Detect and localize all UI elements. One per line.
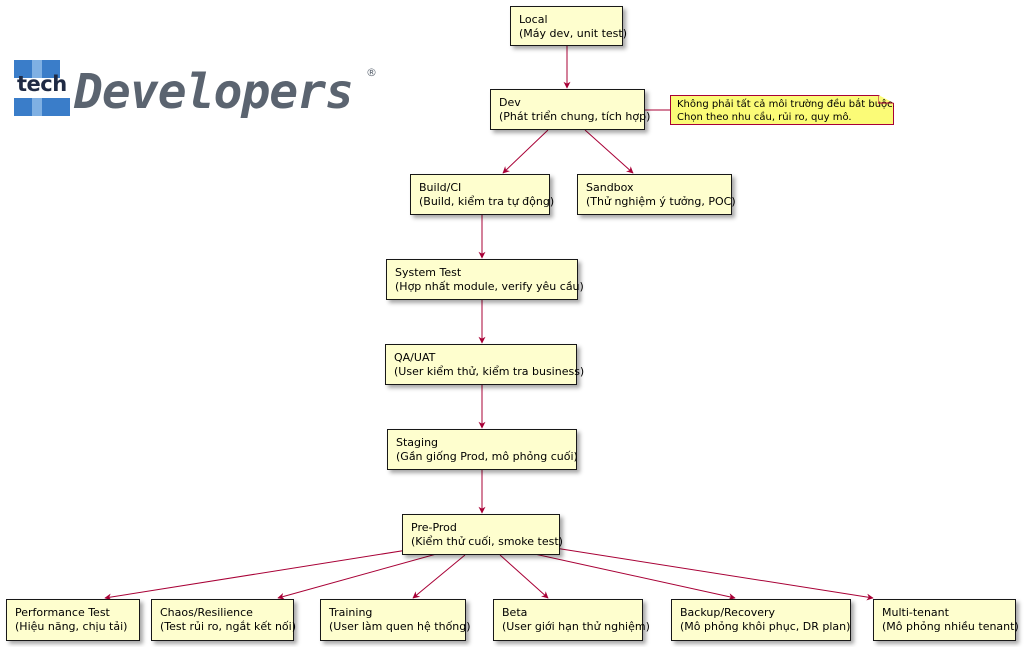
node-staging-desc: (Gần giống Prod, mô phỏng cuối) [396, 450, 578, 463]
node-backup-desc: (Mô phỏng khôi phục, DR plan) [680, 620, 851, 633]
edge-preprod-perf [104, 547, 421, 601]
node-staging: Staging (Gần giống Prod, mô phỏng cuối) [387, 429, 578, 470]
note-line-1: Không phải tất cả môi trường đều bắt buộ… [677, 99, 896, 110]
optional-environments-note: Không phải tất cả môi trường đều bắt buộ… [670, 95, 894, 125]
edge-preprod-chaos [277, 552, 441, 600]
node-backup-title: Backup/Recovery [680, 606, 776, 619]
node-staging-title: Staging [396, 436, 439, 449]
node-build-ci: Build/CI (Build, kiểm tra tự động) [410, 174, 555, 215]
node-multi-title: Multi-tenant [882, 606, 949, 619]
node-dev-title: Dev [499, 96, 521, 109]
node-training-desc: (User làm quen hệ thống) [329, 620, 471, 633]
logo-prefix: tech [17, 72, 67, 96]
node-qa-uat: QA/UAT (User kiểm thử, kiểm tra business… [385, 344, 585, 385]
node-multi-desc: (Mô phỏng nhiều tenant) [882, 620, 1019, 633]
registered-mark: ® [366, 66, 377, 79]
logo-mark-icon [14, 60, 70, 116]
node-dev: Dev (Phát triển chung, tích hợp) [490, 89, 651, 130]
node-dev-desc: (Phát triển chung, tích hợp) [499, 110, 651, 123]
node-training-title: Training [329, 606, 373, 619]
node-local-desc: (Máy dev, unit test) [519, 27, 628, 40]
node-perf-desc: (Hiệu năng, chịu tải) [15, 620, 128, 633]
note-line-2: Chọn theo nhu cầu, rủi ro, quy mô. [677, 112, 852, 123]
techdevelopers-logo: tech Developers ® [14, 60, 384, 130]
node-system-desc: (Hợp nhất module, verify yêu cầu) [395, 280, 584, 293]
node-local-title: Local [519, 13, 548, 26]
edge-dev-build [502, 129, 549, 174]
note-fold-icon [878, 95, 893, 104]
node-sandbox-title: Sandbox [586, 181, 634, 194]
node-preprod-title: Pre-Prod [411, 521, 457, 534]
node-build-title: Build/CI [419, 181, 462, 194]
node-qa-desc: (User kiểm thử, kiểm tra business) [394, 365, 585, 378]
edge-preprod-multi [554, 547, 874, 601]
node-build-desc: (Build, kiểm tra tự động) [419, 195, 555, 208]
logo-wordmark: Developers [74, 64, 354, 120]
node-chaos-title: Chaos/Resilience [160, 606, 253, 619]
node-sandbox: Sandbox (Thử nghiệm ý tưởng, POC) [577, 174, 736, 215]
edge-dev-sandbox [584, 129, 634, 174]
node-perf-title: Performance Test [15, 606, 110, 619]
node-beta-title: Beta [502, 606, 528, 619]
node-chaos-desc: (Test rủi ro, ngắt kết nối) [160, 620, 297, 633]
node-beta: Beta (User giới hạn thử nghiệm) [493, 599, 650, 641]
node-multi-tenant: Multi-tenant (Mô phỏng nhiều tenant) [873, 599, 1019, 641]
node-preprod-desc: (Kiểm thử cuối, smoke test) [411, 535, 563, 548]
node-qa-title: QA/UAT [394, 351, 436, 364]
edge-preprod-backup [529, 552, 736, 601]
edge-preprod-beta [499, 554, 549, 599]
node-sandbox-desc: (Thử nghiệm ý tưởng, POC) [586, 195, 736, 208]
node-local: Local (Máy dev, unit test) [510, 6, 628, 46]
node-beta-desc: (User giới hạn thử nghiệm) [502, 620, 650, 633]
edge-preprod-training [412, 554, 466, 599]
node-training: Training (User làm quen hệ thống) [320, 599, 471, 641]
node-pre-prod: Pre-Prod (Kiểm thử cuối, smoke test) [402, 514, 563, 555]
node-chaos-resilience: Chaos/Resilience (Test rủi ro, ngắt kết … [151, 599, 297, 641]
node-backup-recovery: Backup/Recovery (Mô phỏng khôi phục, DR … [671, 599, 851, 641]
node-system-test: System Test (Hợp nhất module, verify yêu… [386, 259, 584, 300]
node-performance-test: Performance Test (Hiệu năng, chịu tải) [6, 599, 140, 641]
node-system-title: System Test [395, 266, 462, 279]
